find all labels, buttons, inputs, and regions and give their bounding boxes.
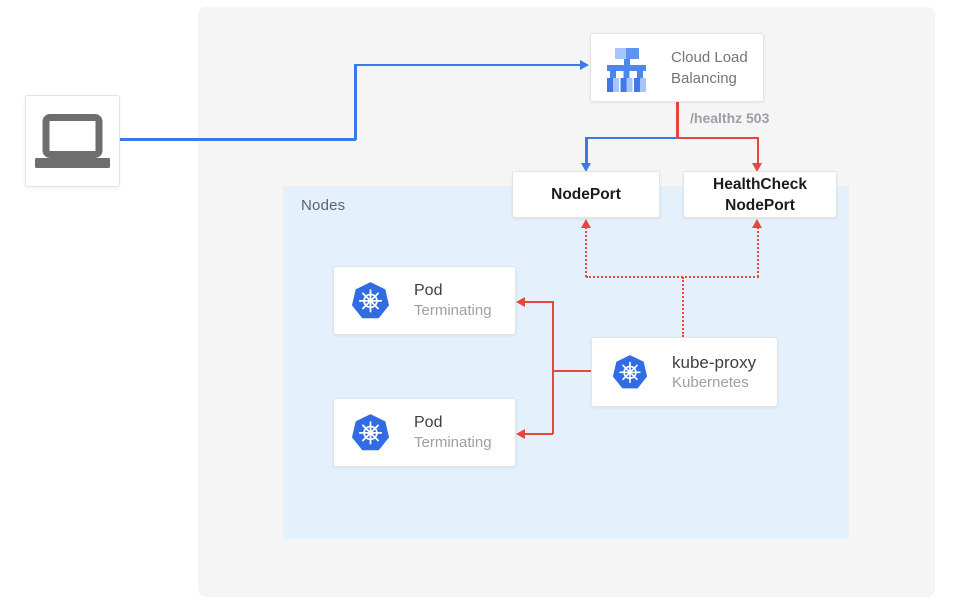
flow-client-vertical bbox=[354, 64, 357, 140]
flow-kubeproxy-up-dotted bbox=[682, 277, 684, 337]
flow-to-pod-1 bbox=[524, 300, 553, 303]
flow-to-nodeport bbox=[585, 136, 588, 165]
kubernetes-icon bbox=[351, 414, 390, 451]
flow-to-healthcheck-nodeport bbox=[756, 136, 759, 165]
arrow-into-pod-2 bbox=[516, 428, 525, 439]
arrow-into-clb bbox=[580, 59, 589, 70]
healthz-annotation: /healthz 503 bbox=[690, 110, 770, 126]
flow-dotted-to-healthcheck-nodeport bbox=[756, 227, 759, 277]
healthcheck-nodeport-label: HealthCheck NodePort bbox=[713, 175, 807, 214]
flow-branch-red bbox=[677, 136, 759, 139]
arrow-dotted-into-healthcheck-nodeport bbox=[752, 219, 762, 228]
flow-dotted-to-nodeport bbox=[585, 227, 587, 277]
flow-to-pod-2 bbox=[524, 432, 553, 435]
flow-client-to-clb bbox=[354, 63, 582, 66]
kube-proxy-subtitle: Kubernetes bbox=[672, 373, 749, 391]
flow-branch-blue bbox=[586, 136, 677, 139]
kube-proxy-title: kube-proxy bbox=[672, 352, 757, 372]
nodes-panel-label: Nodes bbox=[301, 197, 346, 214]
flow-client-horizontal bbox=[120, 138, 356, 141]
nodeport-label: NodePort bbox=[551, 186, 621, 203]
flow-pods-vertical bbox=[551, 301, 554, 434]
cloud-load-balancing-icon bbox=[607, 47, 646, 92]
pod-status: Terminating bbox=[414, 434, 492, 451]
pod-title: Pod bbox=[414, 282, 443, 299]
arrow-into-nodeport bbox=[580, 162, 591, 172]
flow-dotted-horizontal bbox=[586, 275, 759, 278]
pod-title: Pod bbox=[414, 414, 443, 431]
pod-status: Terminating bbox=[414, 302, 492, 319]
flow-kubeproxy-out bbox=[553, 369, 591, 372]
pod-node-2: Pod Terminating bbox=[333, 398, 516, 467]
laptop-icon bbox=[35, 114, 110, 168]
arrow-into-healthcheck-nodeport bbox=[752, 162, 762, 172]
kubernetes-icon bbox=[612, 355, 648, 389]
client-node bbox=[25, 95, 120, 187]
nodeport-node: NodePort bbox=[512, 171, 660, 218]
kubernetes-icon bbox=[351, 282, 390, 319]
arrow-into-pod-1 bbox=[516, 296, 525, 307]
healthcheck-nodeport-node: HealthCheck NodePort bbox=[683, 171, 837, 218]
cloud-load-balancing-node: Cloud Load Balancing bbox=[590, 33, 764, 102]
pod-node-1: Pod Terminating bbox=[333, 266, 516, 335]
flow-clb-down bbox=[676, 101, 679, 139]
arrow-dotted-into-nodeport bbox=[580, 219, 591, 228]
clb-label: Cloud Load Balancing bbox=[671, 48, 748, 87]
kube-proxy-node: kube-proxy Kubernetes bbox=[591, 337, 778, 407]
